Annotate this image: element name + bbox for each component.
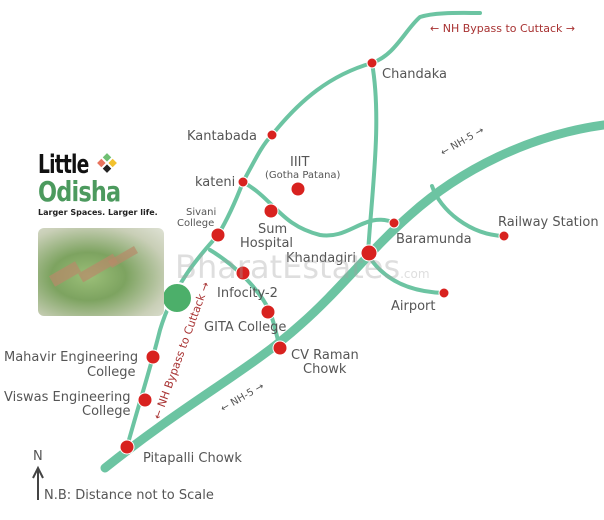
marker-khandagiri[interactable] — [360, 244, 378, 262]
label-infocity: Infocity-2 — [217, 286, 278, 301]
marker-sum[interactable] — [263, 203, 279, 219]
marker-kateni[interactable] — [237, 176, 249, 188]
label-sum-1: Sum — [258, 222, 287, 237]
road-airport — [368, 256, 446, 295]
label-sum-2: Hospital — [240, 236, 293, 251]
label-pitapalli: Pitapalli Chowk — [143, 451, 242, 466]
label-airport: Airport — [391, 299, 436, 314]
road-nh5 — [100, 120, 604, 473]
project-aerial-image — [38, 228, 164, 316]
label-cvraman-1: CV Raman — [291, 348, 359, 363]
logo-diamond-icon — [97, 153, 117, 173]
marker-kantabada[interactable] — [266, 129, 278, 141]
label-cvraman-2: Chowk — [303, 362, 347, 377]
marker-project-site[interactable] — [161, 282, 193, 314]
north-label: N — [33, 449, 43, 464]
label-nh5-top: ← NH-5 → — [439, 125, 486, 159]
label-iiit: IIIT — [290, 155, 310, 170]
watermark: BharatEstates.com — [175, 248, 430, 286]
label-railway: Railway Station — [498, 215, 599, 230]
marker-railway[interactable] — [498, 230, 510, 242]
brand-line1: Little — [38, 150, 89, 180]
road-railway — [430, 184, 506, 238]
marker-airport[interactable] — [438, 287, 450, 299]
marker-infocity[interactable] — [235, 265, 251, 281]
marker-baramunda[interactable] — [388, 217, 400, 229]
label-khandagiri: Khandagiri — [286, 251, 356, 266]
label-viswas-1: Viswas Engineering — [4, 390, 131, 405]
label-baramunda: Baramunda — [396, 232, 472, 247]
label-sivani-2: College — [177, 218, 214, 229]
marker-cvraman[interactable] — [272, 340, 288, 356]
marker-sivani[interactable] — [210, 227, 226, 243]
road-chandaka-north — [370, 10, 482, 65]
marker-chandaka[interactable] — [366, 57, 378, 69]
label-bypass-top: ← NH Bypass to Cuttack → — [430, 22, 575, 35]
road-kateni-baramunda — [241, 180, 397, 238]
brand-tagline: Larger Spaces. Larger life. — [38, 208, 158, 217]
label-gita: GITA College — [204, 320, 286, 335]
marker-iiit[interactable] — [290, 181, 306, 197]
label-mahavir-2: College — [87, 365, 136, 380]
label-sivani-1: Sivani — [186, 207, 216, 218]
marker-mahavir[interactable] — [145, 349, 161, 365]
label-iiit-sub: (Gotha Patana) — [265, 170, 341, 181]
label-viswas-2: College — [82, 404, 131, 419]
label-mahavir-1: Mahavir Engineering — [4, 350, 138, 365]
label-kateni: kateni — [195, 175, 235, 190]
brand-line2: Odisha — [38, 175, 121, 208]
north-arrow-icon — [32, 465, 44, 500]
marker-viswas[interactable] — [137, 392, 153, 408]
marker-gita[interactable] — [260, 304, 276, 320]
label-kantabada: Kantabada — [187, 129, 257, 144]
scale-note: N.B: Distance not to Scale — [44, 488, 214, 503]
road-chandaka-khandagiri — [366, 61, 379, 255]
label-chandaka: Chandaka — [382, 67, 447, 82]
marker-pitapalli[interactable] — [119, 439, 135, 455]
